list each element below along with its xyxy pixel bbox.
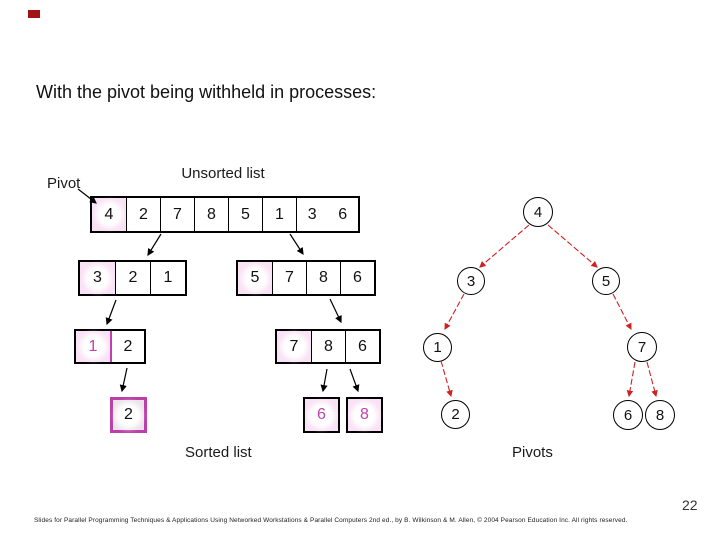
pivot-cell: 4 xyxy=(92,198,126,231)
list-cell-pair: 3 6 xyxy=(296,198,358,231)
tree-node: 1 xyxy=(423,333,452,362)
tree-node: 8 xyxy=(645,400,675,430)
list-value: 7 xyxy=(284,337,304,356)
list-value: 1 xyxy=(83,337,103,356)
list-cell: 8 xyxy=(194,198,228,231)
list-value: 3 xyxy=(307,205,317,223)
unsorted-list-label: Unsorted list xyxy=(181,165,265,182)
list-cell: 7 xyxy=(272,262,306,294)
list-value: 4 xyxy=(99,205,119,224)
sorted-element-cell: 6 xyxy=(303,397,340,433)
sublist-row: 7 8 6 xyxy=(275,329,381,364)
sorted-element-cell: 8 xyxy=(346,397,383,433)
sorted-element-cell: 2 xyxy=(110,397,147,433)
footer-credits: Slides for Parallel Programming Techniqu… xyxy=(34,517,628,524)
list-cell: 1 xyxy=(150,262,185,294)
sublist-row: 1 2 xyxy=(74,329,146,364)
pivot-label: Pivot xyxy=(47,175,81,192)
sublist-row: 5 7 8 6 xyxy=(236,260,376,296)
list-cell: 5 xyxy=(228,198,262,231)
list-cell: 1 xyxy=(262,198,296,231)
list-cell: 8 xyxy=(306,262,340,294)
slide-title: With the pivot being withheld in process… xyxy=(36,82,377,102)
pivot-cell: 1 xyxy=(76,331,110,362)
list-value: 5 xyxy=(245,268,265,288)
tree-node: 6 xyxy=(613,400,643,430)
list-cell: 2 xyxy=(110,331,144,362)
list-value: 6 xyxy=(338,205,348,223)
pivot-cell: 5 xyxy=(238,262,272,294)
tree-node: 2 xyxy=(441,400,470,429)
list-cell: 2 xyxy=(126,198,160,231)
corner-marker-icon xyxy=(28,10,40,18)
tree-node: 7 xyxy=(627,332,657,362)
pivot-cell: 7 xyxy=(277,331,311,362)
list-value: 2 xyxy=(119,405,138,425)
pivots-label: Pivots xyxy=(512,444,553,461)
list-cell: 6 xyxy=(340,262,374,294)
list-cell: 8 xyxy=(311,331,345,362)
list-cell: 7 xyxy=(160,198,194,231)
page-number: 22 xyxy=(682,497,698,513)
pivot-cell: 3 xyxy=(80,262,115,294)
list-value: 8 xyxy=(355,405,374,425)
list-cell: 6 xyxy=(345,331,379,362)
sorted-list-label: Sorted list xyxy=(185,444,252,461)
list-value: 3 xyxy=(88,268,107,288)
list-cell: 2 xyxy=(115,262,150,294)
tree-node-root: 4 xyxy=(523,197,553,227)
tree-node: 5 xyxy=(592,267,620,295)
unsorted-list-row: 4 2 7 8 5 1 3 6 xyxy=(90,196,360,233)
list-value: 6 xyxy=(312,405,331,425)
sublist-row: 3 2 1 xyxy=(78,260,187,296)
tree-node: 3 xyxy=(457,267,485,295)
